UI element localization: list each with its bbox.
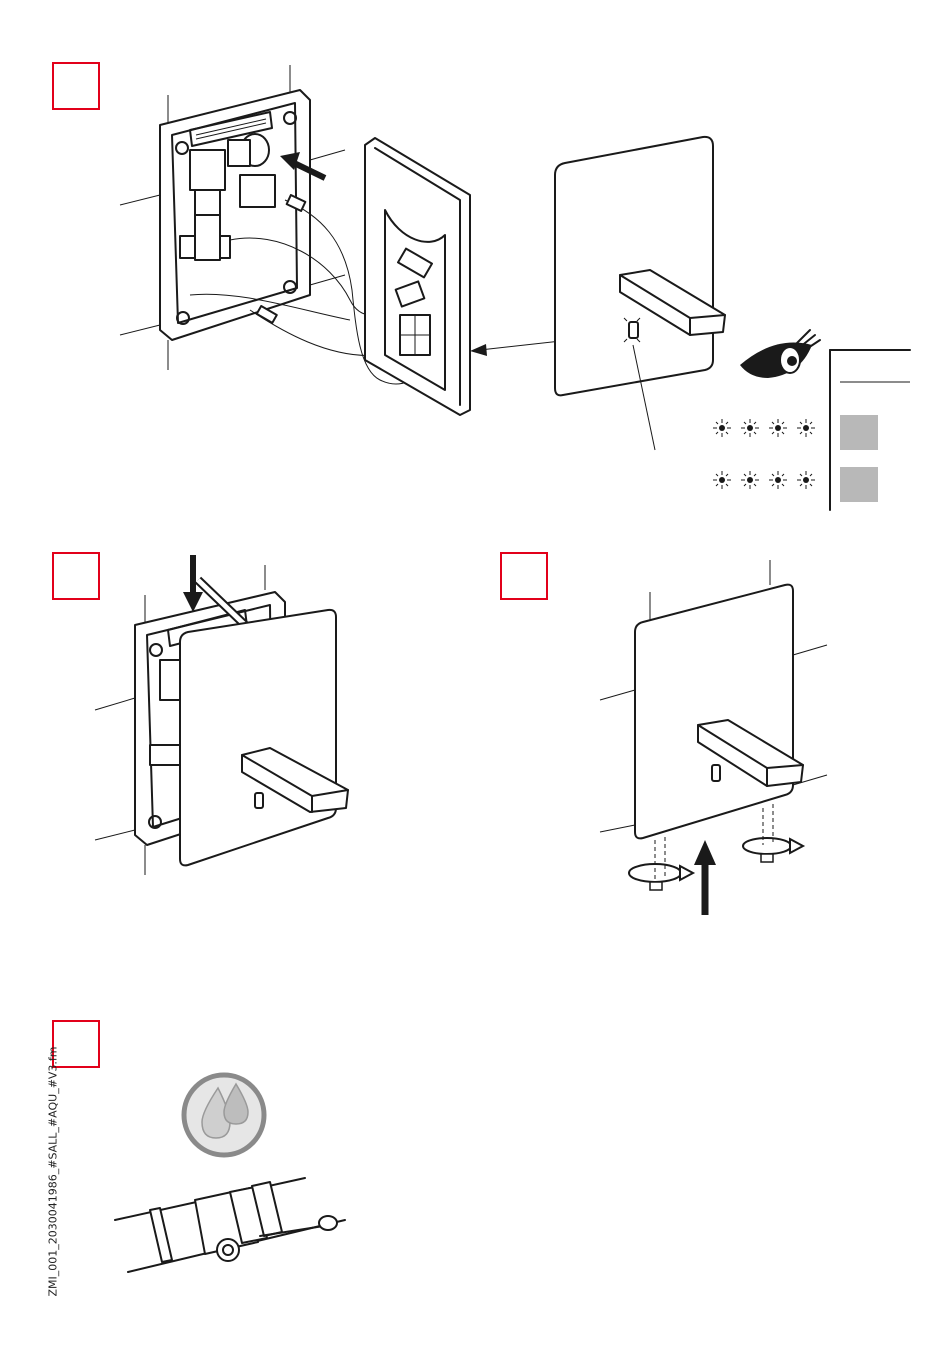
step-marker-3 (500, 552, 548, 600)
led-icon (769, 419, 787, 437)
led-row-2 (710, 467, 830, 497)
led-icon (797, 419, 815, 437)
led-icon (741, 419, 759, 437)
led-icon (713, 419, 731, 437)
led-icon (797, 471, 815, 489)
document-footer-id: ZMI_001_2030041986_#SALL_#AQU_#V3.fm (47, 1047, 60, 1297)
led-icon (741, 471, 759, 489)
arrow-up-icon (694, 840, 716, 915)
status-swatch-1 (840, 415, 878, 450)
step-2-illustration (80, 550, 480, 910)
step-3-illustration (595, 560, 875, 930)
indicator-table (830, 350, 910, 510)
ball-valve-icon (115, 1178, 345, 1272)
led-row-1 (710, 415, 830, 445)
pointer-arrow-icon (470, 344, 487, 356)
cover-plate (555, 137, 725, 395)
step-4-illustration (90, 1060, 390, 1360)
rotate-screw-icon (629, 864, 693, 890)
water-drops-icon (184, 1075, 264, 1155)
back-plate (365, 138, 470, 415)
status-swatch-2 (840, 467, 878, 502)
led-icon (713, 471, 731, 489)
led-icon (769, 471, 787, 489)
eye-icon (740, 330, 820, 378)
